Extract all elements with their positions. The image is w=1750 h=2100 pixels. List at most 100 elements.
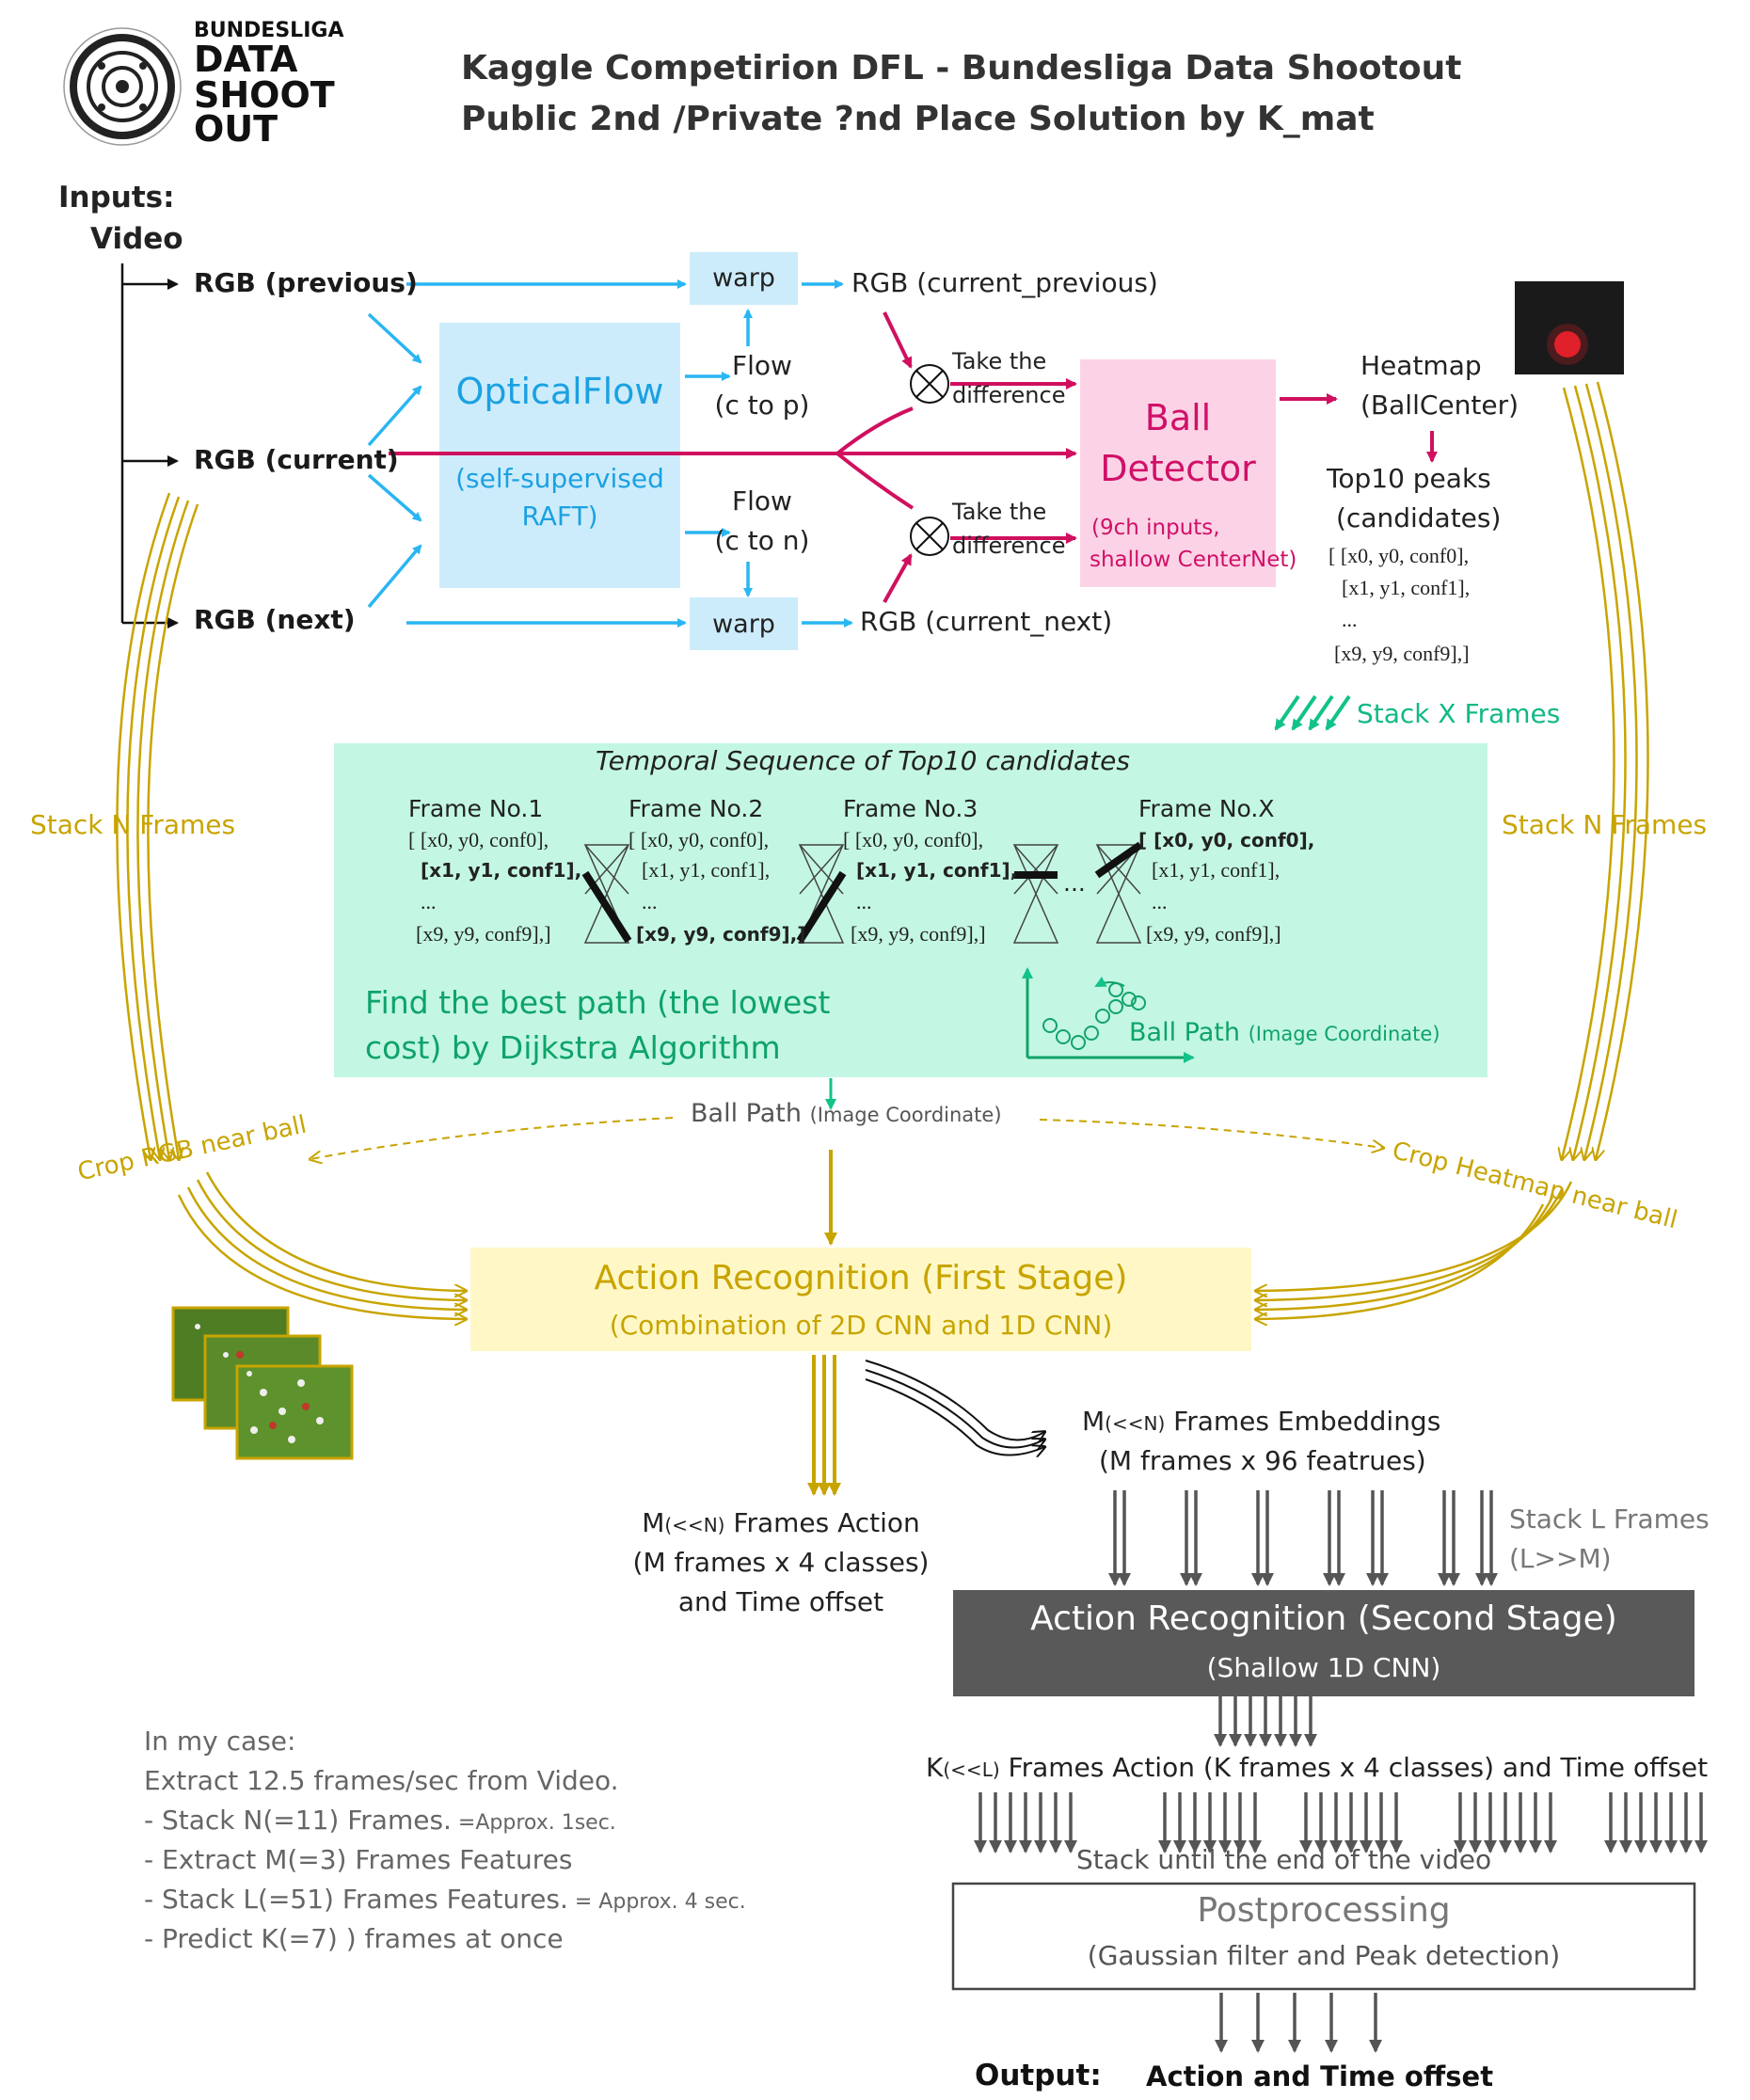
- top10-row2: ...: [1342, 608, 1358, 631]
- flow-bottom-line1: Flow: [732, 485, 792, 517]
- frame2-row0: [ [x0, y0, conf0],: [628, 828, 770, 851]
- inputs-label: Inputs:: [58, 181, 175, 215]
- frame2-name: Frame No.2: [628, 795, 764, 822]
- output-arrows: [1215, 1993, 1382, 2053]
- rgb-current-previous: RGB (current_previous): [851, 267, 1158, 298]
- notes-line3: - Stack N(=11) Frames. =Approx. 1sec.: [144, 1805, 616, 1836]
- stack-x-arrows: [1274, 694, 1351, 731]
- frameX-row0: [ [x0, y0, conf0],: [1138, 829, 1315, 851]
- page-title-line1: Kaggle Competirion DFL - Bundesliga Data…: [461, 49, 1462, 88]
- output-value: Action and Time offset: [1146, 2060, 1494, 2092]
- diff-bottom-line1: Take the: [952, 499, 1047, 525]
- rgb-current: RGB (current): [194, 444, 399, 475]
- frameX-row3: [x9, y9, conf9],]: [1146, 922, 1281, 946]
- frame1-row0: [ [x0, y0, conf0],: [408, 828, 549, 851]
- frame2-row3: [x9, y9, conf9],]: [636, 923, 806, 946]
- flow-top-line2: (c to p): [714, 390, 810, 421]
- action-first-line2: (Combination of 2D CNN and 1D CNN): [609, 1310, 1113, 1341]
- best-path: [581, 841, 1143, 944]
- k-arrows: [1214, 1696, 1317, 1747]
- m-embed-line2: (M frames x 96 featrues): [1099, 1445, 1426, 1476]
- frame3-row2: ...: [856, 890, 872, 914]
- frame1-row1: [x1, y1, conf1],: [421, 859, 582, 882]
- frame3-row0: [ [x0, y0, conf0],: [843, 828, 984, 851]
- postprocessing-line1: Postprocessing: [1197, 1891, 1451, 1930]
- m-action-line2: (M frames x 4 classes): [632, 1547, 930, 1578]
- stack-until-label: Stack until the end of the video: [1076, 1844, 1492, 1875]
- dijkstra-line2: cost) by Dijkstra Algorithm: [365, 1029, 781, 1066]
- notes-line1: In my case:: [144, 1726, 296, 1757]
- frameX-name: Frame No.X: [1138, 795, 1275, 822]
- video-label: Video: [90, 222, 183, 256]
- stack-l-line1: Stack L Frames: [1509, 1503, 1710, 1535]
- top10-line2: (candidates): [1336, 502, 1502, 533]
- football-frames-image: [171, 1306, 354, 1460]
- warp-bottom-label: warp: [712, 610, 775, 639]
- diff-top-line2: difference: [952, 382, 1066, 408]
- ball-path-plot: [1022, 967, 1195, 1063]
- ball-path-inner: Ball Path (Image Coordinate): [1129, 1018, 1440, 1047]
- flow-bottom-line2: (c to n): [714, 525, 810, 556]
- crop-dashed-lines: [310, 1117, 1383, 1159]
- ball-detector-line1: Ball: [1144, 397, 1212, 438]
- gold-arrows-center: [807, 1150, 841, 1496]
- diff-bottom-line2: difference: [952, 533, 1066, 559]
- frame3-row1: [x1, y1, conf1],: [856, 859, 1018, 882]
- frame3-name: Frame No.3: [843, 795, 978, 822]
- rgb-previous: RGB (previous): [194, 267, 418, 298]
- temporal-title: Temporal Sequence of Top10 candidates: [596, 745, 1130, 776]
- action-first-box: [470, 1248, 1251, 1351]
- temporal-box: [334, 743, 1488, 1077]
- top10-row0: [ [x0, y0, conf0],: [1328, 544, 1470, 567]
- multiply-top-icon: [910, 364, 949, 404]
- page-title-line2: Public 2nd /Private ?nd Place Solution b…: [461, 100, 1375, 138]
- output-label: Output:: [975, 2059, 1102, 2092]
- input-tree: [120, 263, 179, 628]
- frame1-row2: ...: [421, 890, 437, 914]
- ball-path-out: Ball Path (Image Coordinate): [691, 1099, 1002, 1128]
- m-action-line3: and Time offset: [677, 1586, 884, 1617]
- stack-until-arrows: [974, 1792, 1708, 1853]
- optical-flow-title: OpticalFlow: [455, 371, 664, 412]
- warp-bottom-box: [690, 597, 798, 650]
- action-second-line1: Action Recognition (Second Stage): [1030, 1599, 1617, 1638]
- m-embed-line1: M(<<N) Frames Embeddings: [1082, 1406, 1441, 1437]
- logo-line1: BUNDESLIGA: [194, 19, 344, 42]
- stack-x-label: Stack X Frames: [1357, 698, 1561, 729]
- stack-l-line2: (L>>M): [1509, 1543, 1612, 1574]
- logo-line4: OUT: [194, 108, 278, 150]
- stack-l-arrows: [1108, 1490, 1498, 1586]
- ellipsis: ...: [1063, 869, 1086, 897]
- notes-line2: Extract 12.5 frames/sec from Video.: [144, 1765, 619, 1796]
- ball-detector-box: [1080, 359, 1276, 587]
- logo-line3: SHOOT: [194, 74, 335, 116]
- frame3-row3: [x9, y9, conf9],]: [851, 922, 986, 946]
- heatmap-line1: Heatmap: [1360, 350, 1482, 381]
- action-second-line2: (Shallow 1D CNN): [1206, 1652, 1441, 1683]
- path-connectors: [583, 844, 1142, 944]
- optical-flow-sub1: (self-supervised: [455, 463, 664, 494]
- ball-detector-sub2: shallow CenterNet): [1090, 548, 1297, 572]
- pink-arrows: [389, 311, 1438, 603]
- warp-top-label: warp: [712, 263, 775, 293]
- frameX-row2: ...: [1152, 890, 1168, 914]
- frameX-row1: [x1, y1, conf1],: [1152, 858, 1281, 882]
- warp-top-box: [690, 252, 798, 305]
- frame2-row1: [x1, y1, conf1],: [642, 858, 771, 882]
- flow-top-line1: Flow: [732, 350, 792, 381]
- notes-line4: - Extract M(=3) Frames Features: [144, 1844, 573, 1875]
- embed-curve-arrows: [865, 1360, 1044, 1456]
- diff-top-line1: Take the: [952, 348, 1047, 374]
- frame1-row3: [x9, y9, conf9],]: [416, 922, 551, 946]
- postprocessing-line2: (Gaussian filter and Peak detection): [1087, 1940, 1561, 1971]
- dijkstra-line1: Find the best path (the lowest: [365, 984, 831, 1021]
- notes-line6: - Predict K(=7) ) frames at once: [144, 1923, 564, 1954]
- top10-row3: [x9, y9, conf9],]: [1334, 642, 1470, 665]
- rgb-current-next: RGB (current_next): [860, 606, 1113, 637]
- frame2-row2: ...: [642, 890, 658, 914]
- frame1-name: Frame No.1: [408, 795, 544, 822]
- logo-line2: DATA: [194, 39, 298, 80]
- gold-curves-right: [1256, 381, 1649, 1319]
- action-second-box: [953, 1590, 1694, 1696]
- blue-arrows: [367, 279, 853, 628]
